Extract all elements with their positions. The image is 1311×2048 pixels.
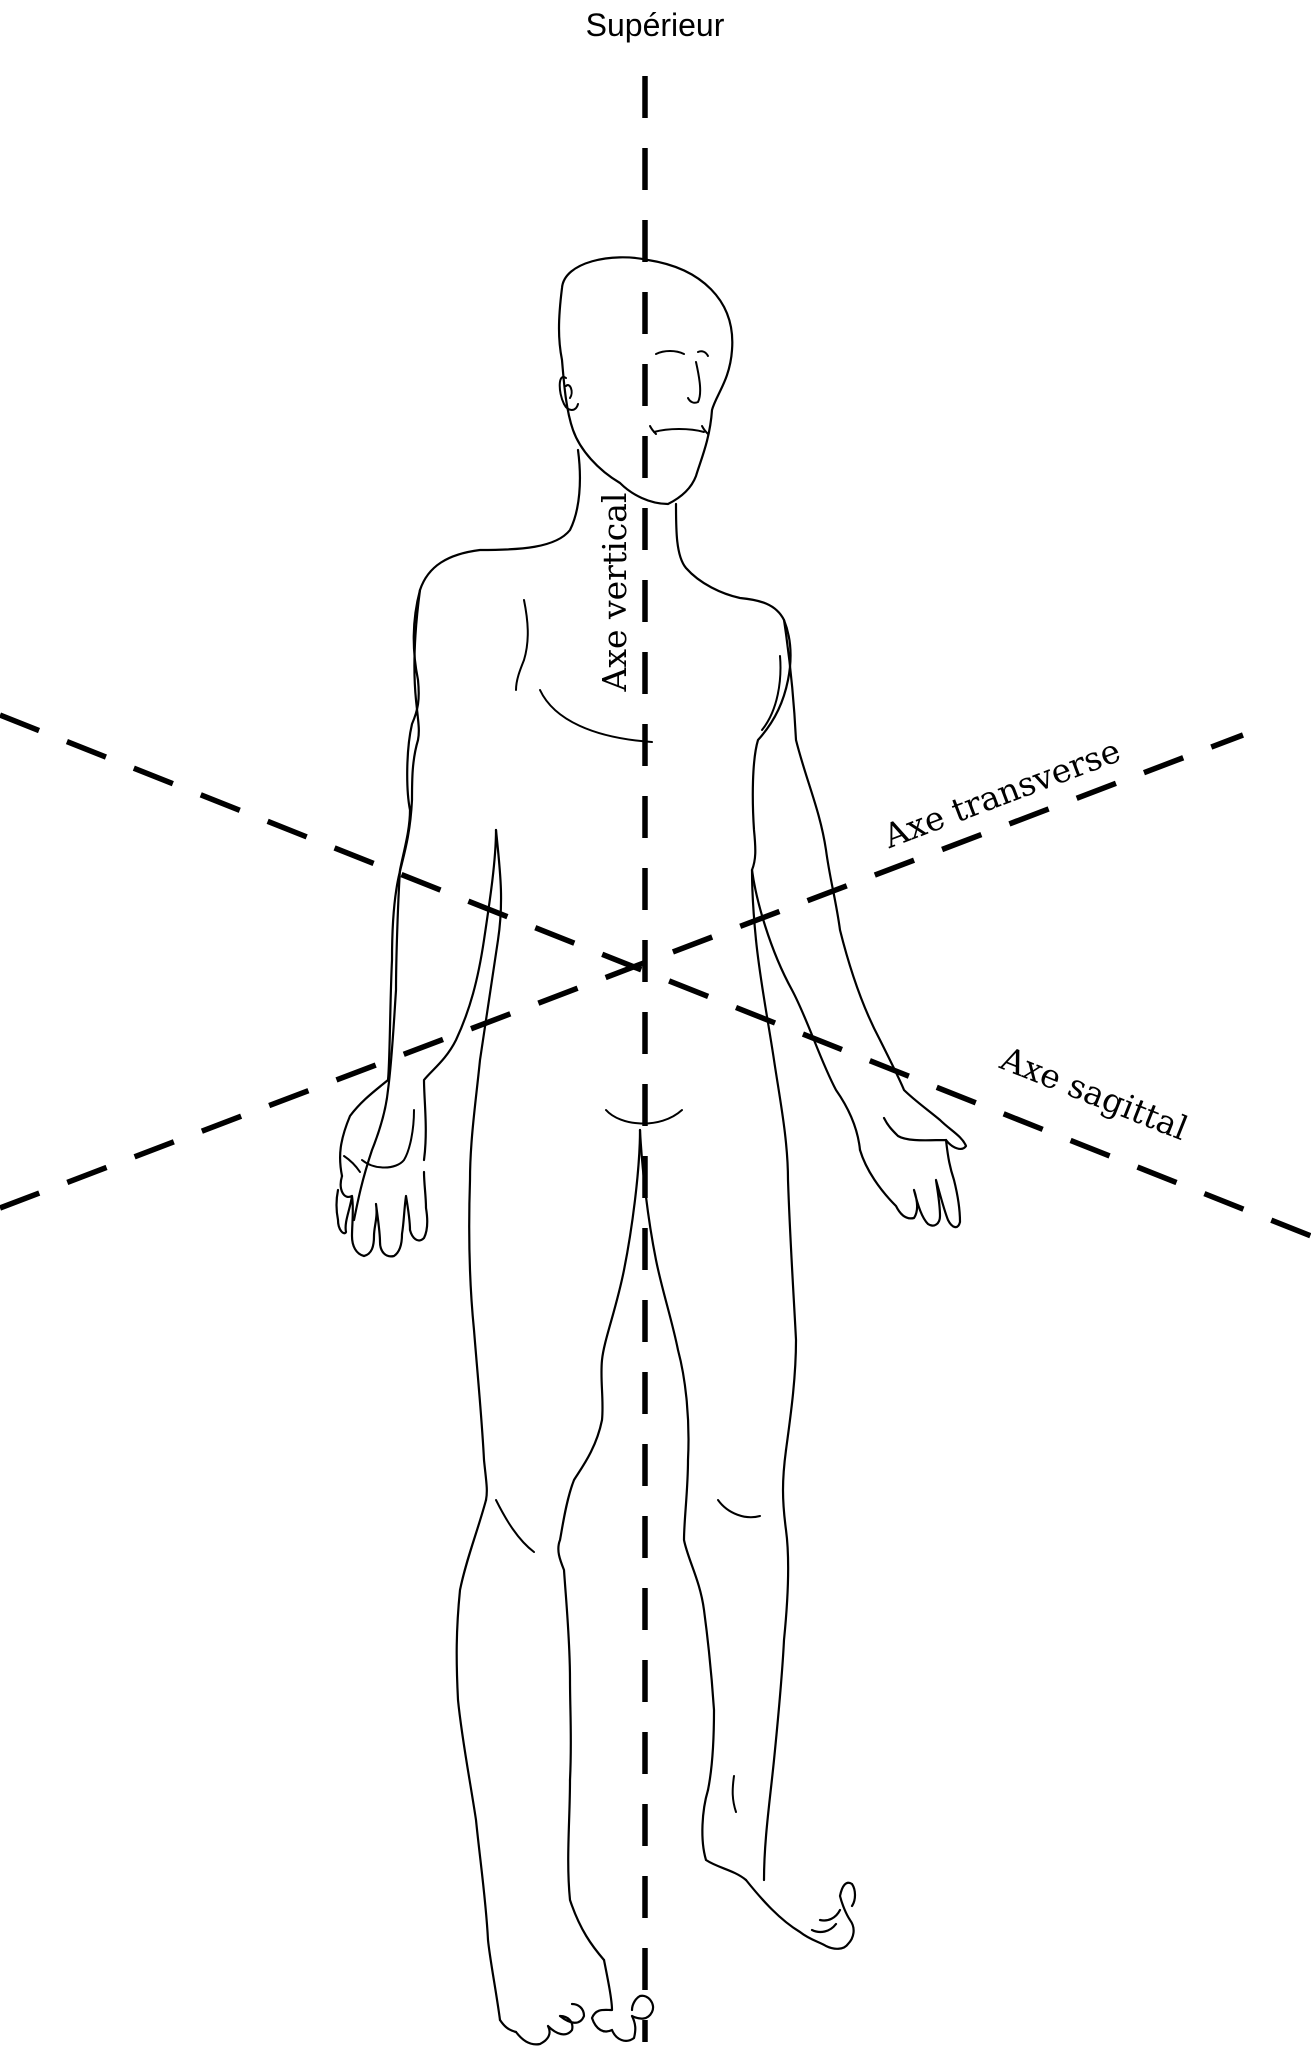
right-arm-outer [782, 618, 968, 1150]
left-hand [335, 1170, 429, 1258]
head-outline [557, 256, 734, 506]
mouth [653, 428, 705, 433]
transverse-axis-line [0, 732, 1244, 1211]
sagittal-axis-line [0, 712, 1311, 1239]
left-arm-outer [339, 588, 422, 1178]
chest-line [539, 689, 653, 743]
torso-left-contour [352, 448, 582, 1222]
eye-right [697, 350, 709, 357]
right-foot [744, 1878, 857, 1950]
right-hand [858, 1116, 962, 1229]
leg-inner-left [557, 1128, 642, 1782]
knee-left [495, 1499, 535, 1553]
human-figure [335, 256, 968, 2046]
label-axe-vertical: Axe vertical [595, 493, 634, 693]
eye-left [655, 350, 685, 355]
right-arm-inner [750, 868, 862, 1152]
ear [558, 375, 579, 411]
label-axe-sagittal: Axe sagittal [994, 1038, 1193, 1148]
label-superieur: Supérieur [586, 7, 725, 43]
labels: Supérieur Axe vertical Axe transverse Ax… [586, 7, 1194, 1148]
axes [0, 76, 1311, 2042]
left-foot [514, 1958, 655, 2046]
leg-inner-right [638, 1128, 716, 1792]
knee-right [717, 1499, 761, 1519]
nose [687, 361, 702, 404]
groin-line [605, 1109, 683, 1125]
torso-right-contour [674, 502, 792, 942]
leg-outer-left [455, 1498, 502, 2022]
left-arm-inner [422, 828, 498, 1162]
leg-outer-right [762, 1448, 790, 1882]
